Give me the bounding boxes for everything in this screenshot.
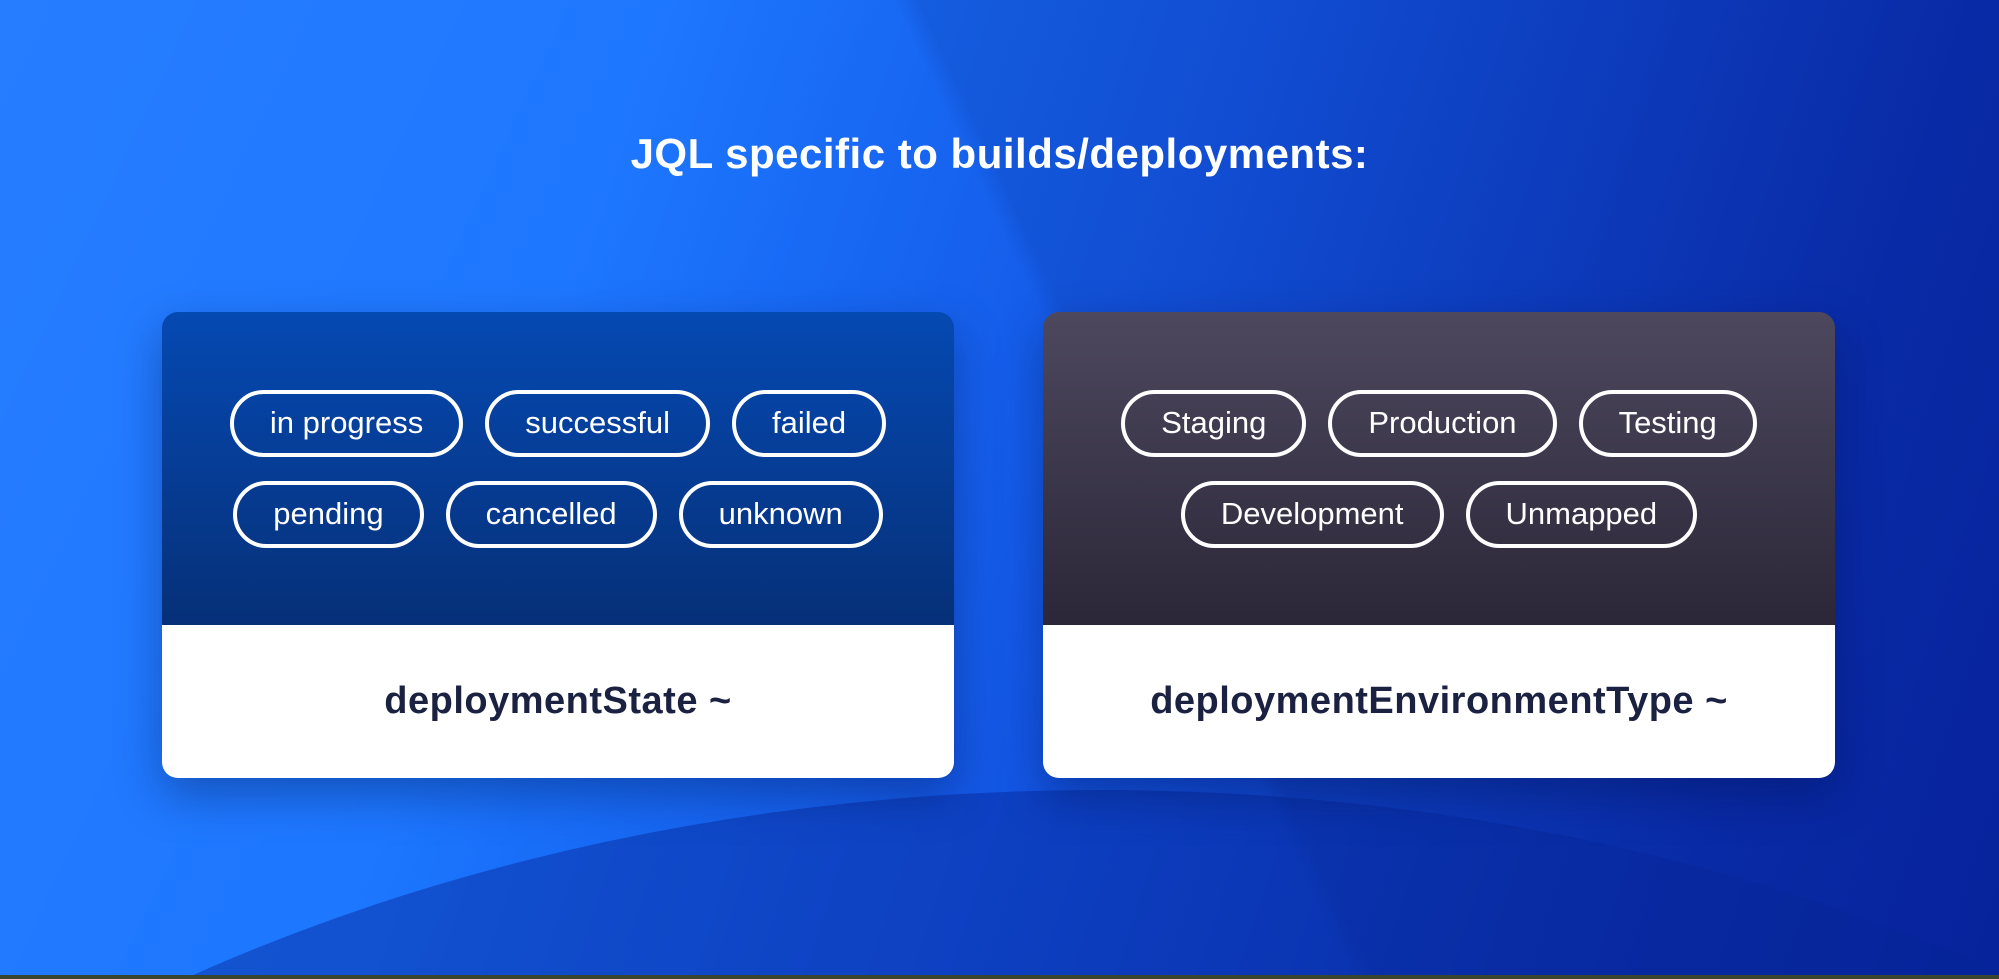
pill-unmapped: Unmapped <box>1465 480 1698 548</box>
pill-failed: failed <box>731 389 887 457</box>
bottom-edge-strip <box>0 975 1999 979</box>
deployment-state-card: in progress successful failed pending ca… <box>162 312 954 778</box>
pill-cancelled: cancelled <box>445 480 657 548</box>
pill-pending: pending <box>233 480 424 548</box>
deployment-state-pill-area: in progress successful failed pending ca… <box>162 312 954 625</box>
deployment-state-label: deploymentState ~ <box>162 625 954 778</box>
deployment-environment-pill-area: Staging Production Testing Development U… <box>1043 312 1835 625</box>
pill-testing: Testing <box>1578 389 1757 457</box>
page-title: JQL specific to builds/deployments: <box>630 130 1369 177</box>
pill-row: Staging Production Testing <box>1121 389 1757 457</box>
pill-row: pending cancelled unknown <box>233 480 883 548</box>
deployment-environment-type-label: deploymentEnvironmentType ~ <box>1043 625 1835 778</box>
pill-successful: successful <box>485 389 710 457</box>
pill-production: Production <box>1328 389 1557 457</box>
pill-development: Development <box>1180 480 1444 548</box>
pill-row: in progress successful failed <box>229 389 887 457</box>
background-arc-decoration <box>0 790 1999 979</box>
pill-row: Development Unmapped <box>1180 480 1698 548</box>
deployment-environment-type-card: Staging Production Testing Development U… <box>1043 312 1835 778</box>
pill-staging: Staging <box>1121 389 1307 457</box>
pill-in-progress: in progress <box>229 389 464 457</box>
pill-unknown: unknown <box>678 480 883 548</box>
